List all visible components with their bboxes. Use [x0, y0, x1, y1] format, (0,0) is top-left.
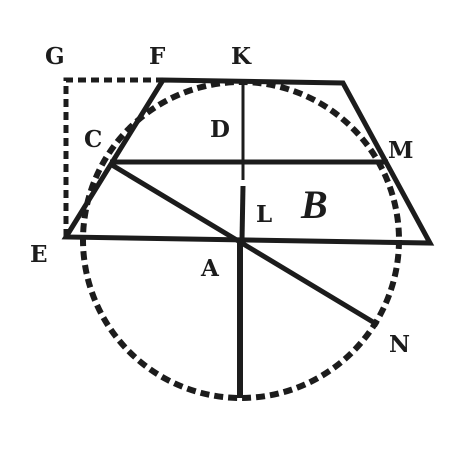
label-f: F — [149, 43, 166, 70]
label-g: G — [45, 43, 65, 70]
diameter-cn — [110, 162, 380, 328]
label-l: L — [256, 201, 272, 228]
label-e: E — [30, 241, 48, 268]
dashed-rectangle — [63, 77, 163, 237]
label-a: A — [200, 255, 220, 282]
label-c: C — [84, 126, 102, 153]
label-b: B — [300, 182, 328, 227]
label-k: K — [231, 43, 252, 70]
label-d: D — [210, 116, 230, 143]
trapezoid — [61, 77, 435, 246]
vertical-axis-mid — [239, 185, 246, 241]
label-n: N — [389, 331, 410, 358]
label-m: M — [388, 137, 413, 164]
